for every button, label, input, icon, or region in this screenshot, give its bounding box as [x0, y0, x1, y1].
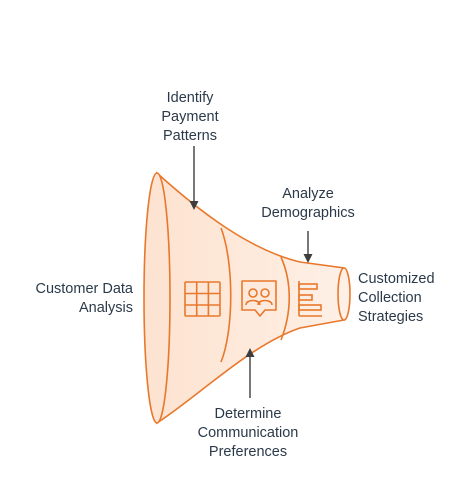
label-analyze-demographics: Analyze Demographics	[261, 186, 355, 221]
label-determine-communication-preferences: Determine Communication Preferences	[197, 406, 299, 460]
table-icon	[184, 281, 221, 317]
arrow-analyze	[303, 231, 313, 263]
label-customer-data-analysis: Customer Data Analysis	[35, 281, 133, 316]
funnel-divider-2	[280, 256, 291, 341]
label-identify-payment-patterns: Identify Payment Patterns	[161, 90, 219, 144]
label-customized-collection-strategies: Customized Collection Strategies	[358, 271, 435, 325]
funnel-mouth	[143, 172, 171, 424]
funnel-divider-1	[220, 227, 232, 363]
funnel-spout-end	[337, 267, 351, 321]
arrow-identify	[189, 146, 199, 210]
arrow-determine	[245, 348, 255, 398]
bar-chart-icon	[298, 281, 322, 317]
people-chat-icon	[241, 280, 277, 317]
